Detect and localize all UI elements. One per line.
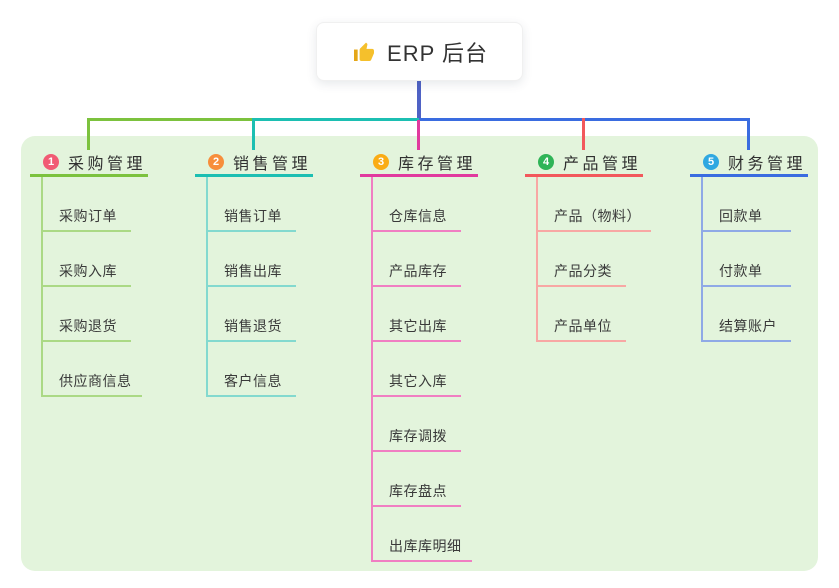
child-node[interactable]: 产品（物料） [538,177,651,232]
child-node[interactable]: 出库库明细 [373,507,472,562]
child-node[interactable]: 供应商信息 [43,342,142,397]
child-node[interactable]: 销售出库 [208,232,296,287]
root-connector [417,81,421,121]
branch-inventory: 3 库存管理 仓库信息 产品库存 其它出库 其它入库 库存调拨 库存盘点 出库库… [360,150,478,562]
child-node[interactable]: 销售退货 [208,287,296,342]
child-node[interactable]: 产品单位 [538,287,626,342]
child-node[interactable]: 仓库信息 [373,177,461,232]
child-node[interactable]: 回款单 [703,177,791,232]
branch-label: 产品管理 [563,156,642,173]
branch-purchase: 1 采购管理 采购订单 采购入库 采购退货 供应商信息 [30,150,148,397]
connector-horizontal-branch-2 [252,118,420,121]
branch-label: 财务管理 [728,156,807,173]
branch-label: 采购管理 [68,156,147,173]
connector-drop-branch-4 [582,118,585,150]
branch-node-finance[interactable]: 5 财务管理 [690,150,808,177]
thumbs-up-icon [351,39,377,65]
branch-label: 库存管理 [398,156,477,173]
root-node-label: ERP 后台 [387,40,488,66]
connector-drop-branch-1 [87,118,90,150]
child-node[interactable]: 结算账户 [703,287,791,342]
branch-sales: 2 销售管理 销售订单 销售出库 销售退货 客户信息 [195,150,313,397]
child-node[interactable]: 客户信息 [208,342,296,397]
branch-number-badge: 2 [208,154,224,170]
branch-finance: 5 财务管理 回款单 付款单 结算账户 [690,150,808,342]
connector-drop-branch-2 [252,118,255,150]
branch-node-inventory[interactable]: 3 库存管理 [360,150,478,177]
branch-children: 回款单 付款单 结算账户 [701,177,808,342]
branch-node-sales[interactable]: 2 销售管理 [195,150,313,177]
child-node[interactable]: 销售订单 [208,177,296,232]
child-node[interactable]: 采购入库 [43,232,131,287]
branch-children: 销售订单 销售出库 销售退货 客户信息 [206,177,313,397]
child-node[interactable]: 其它入库 [373,342,461,397]
branch-children: 仓库信息 产品库存 其它出库 其它入库 库存调拨 库存盘点 出库库明细 [371,177,478,562]
child-node[interactable]: 采购订单 [43,177,131,232]
branch-number-badge: 5 [703,154,719,170]
branch-node-purchase[interactable]: 1 采购管理 [30,150,148,177]
branch-children: 产品（物料） 产品分类 产品单位 [536,177,651,342]
branch-product: 4 产品管理 产品（物料） 产品分类 产品单位 [525,150,651,342]
child-node[interactable]: 库存盘点 [373,452,461,507]
branch-children: 采购订单 采购入库 采购退货 供应商信息 [41,177,148,397]
connector-horizontal-branch-1 [87,118,254,121]
mindmap-canvas-panel [21,136,818,571]
branch-number-badge: 3 [373,154,389,170]
child-node[interactable]: 库存调拨 [373,397,461,452]
branch-node-product[interactable]: 4 产品管理 [525,150,643,177]
child-node[interactable]: 付款单 [703,232,791,287]
branch-number-badge: 4 [538,154,554,170]
connector-drop-branch-3 [417,120,420,150]
branch-number-badge: 1 [43,154,59,170]
root-node-erp[interactable]: ERP 后台 [316,22,523,81]
child-node[interactable]: 产品分类 [538,232,626,287]
connector-drop-branch-5 [747,118,750,150]
child-node[interactable]: 产品库存 [373,232,461,287]
branch-label: 销售管理 [233,156,312,173]
child-node[interactable]: 其它出库 [373,287,461,342]
child-node[interactable]: 采购退货 [43,287,131,342]
